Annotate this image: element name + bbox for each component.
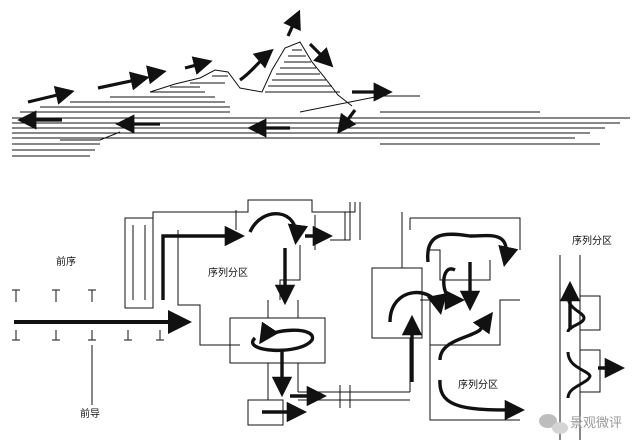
right-alcove-curves — [566, 295, 592, 399]
mid-room — [371, 267, 423, 339]
stepped-terraces — [20, 75, 230, 113]
arrow-midroom-arch — [388, 290, 447, 323]
zone1-inner-left — [177, 230, 240, 346]
arrow-ascent-4 — [184, 56, 213, 75]
label-qianxu: 前序 — [56, 255, 76, 268]
zone2-inner — [428, 249, 491, 281]
elevation-flow-arrows — [17, 9, 393, 138]
zone2-gate-posts — [344, 202, 361, 240]
arrow-ascent-1 — [27, 85, 75, 105]
label-xulie-1: 序列分区 — [208, 266, 248, 279]
entry-posts — [15, 290, 161, 340]
right-slope — [299, 95, 420, 113]
central-pavilion — [229, 317, 326, 364]
corridor-gate — [339, 385, 351, 408]
arrow-diagonal-down — [337, 109, 357, 134]
wechat-icon — [539, 414, 568, 434]
ground-strata — [12, 111, 630, 157]
zone1-right-inner — [330, 202, 351, 241]
right-alcove-upper — [580, 295, 601, 331]
pavilion-neck-top — [267, 300, 299, 318]
watermark-text: 景观微评 — [570, 416, 622, 431]
label-qiandao: 前导 — [80, 407, 100, 420]
hill-profile — [149, 41, 353, 107]
arrow-zone2-top-loop — [426, 232, 519, 267]
left-corridor — [124, 217, 154, 309]
label-xulie-3: 序列分区 — [572, 234, 612, 247]
ground-edge — [60, 131, 121, 141]
zone2-top-wall — [401, 212, 521, 268]
zone2-bottom-wall — [409, 338, 520, 421]
plan-walls — [12, 199, 601, 440]
zone2-lower-wall — [420, 299, 520, 346]
left-corridor-inner — [132, 225, 146, 300]
label-xulie-2: 序列分区 — [458, 378, 498, 391]
arrow-peak-up — [283, 9, 301, 37]
zone1-top-wall — [152, 199, 356, 218]
arrow-zone2-mid — [438, 311, 493, 361]
arrow-left-corridor — [161, 225, 246, 300]
plan-flow-arrows — [14, 212, 626, 423]
arrow-zone2-exit — [438, 379, 526, 421]
right-alcove-lower — [580, 349, 601, 393]
arrow-zone2-loop-2 — [442, 267, 466, 311]
arrow-descent — [308, 42, 334, 68]
watermark: 景观微评 — [539, 414, 622, 434]
entry-post-caps — [12, 289, 164, 341]
arrow-ridge-curve — [239, 48, 274, 82]
zone1-inner-step — [279, 245, 301, 300]
arrow-top-loop — [248, 212, 309, 246]
pavilion-tiers — [265, 49, 340, 93]
right-narrow-corridor — [559, 255, 581, 440]
arrow-pavilion-loop — [250, 321, 314, 353]
arrow-ascent-2 — [97, 71, 150, 91]
pavilion-neck-bottom — [267, 363, 299, 400]
arrow-ascent-3 — [145, 65, 167, 85]
elevation-sketch — [12, 41, 630, 157]
